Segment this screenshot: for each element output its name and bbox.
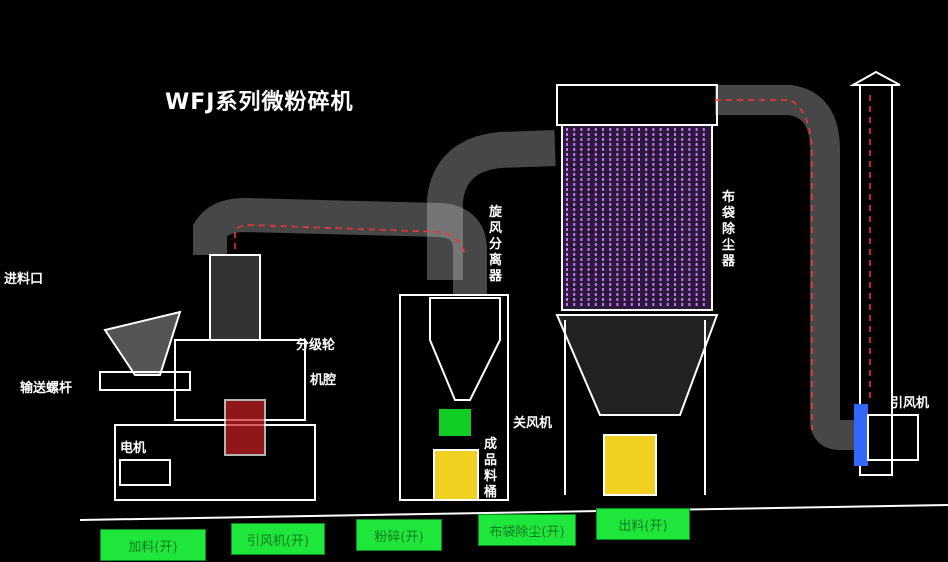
label-screw-conveyor: 输送螺杆: [20, 381, 73, 396]
label-motor: 电机: [120, 441, 147, 456]
label-product-bin: 成品料桶: [484, 437, 498, 500]
label-induced-fan: 引风机: [890, 396, 930, 411]
label-rotary-valve: 关风机: [513, 416, 553, 431]
label-bag-filter: 布袋除尘器: [722, 190, 736, 269]
crush-on-button[interactable]: 粉碎(开): [356, 519, 442, 551]
label-cyclone: 旋风分离器: [489, 205, 503, 284]
label-classifier-wheel: 分级轮: [296, 338, 336, 353]
label-feed-inlet: 进料口: [4, 272, 44, 287]
bag-filter-on-button[interactable]: 布袋除尘(开): [478, 514, 576, 546]
induced-fan-on-button[interactable]: 引风机(开): [231, 523, 325, 555]
feed-on-button[interactable]: 加料(开): [100, 529, 206, 561]
page-title: WFJ系列微粉碎机: [165, 90, 354, 115]
discharge-on-button[interactable]: 出料(开): [596, 508, 690, 540]
label-chamber: 机腔: [310, 373, 337, 388]
